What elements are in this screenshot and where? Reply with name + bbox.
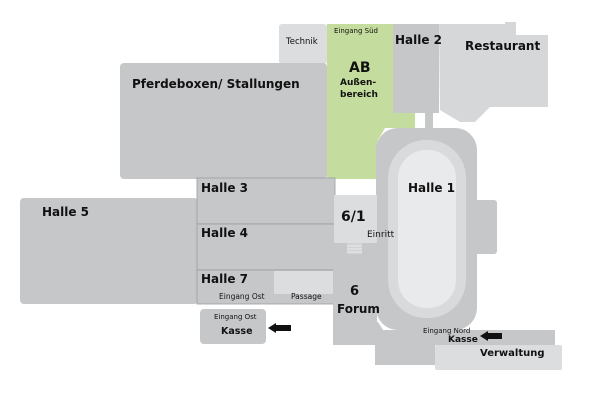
halle61-label: 6/1 [341, 209, 366, 225]
stairs-icon [347, 243, 362, 254]
restaurant-building[interactable] [439, 22, 548, 122]
ab-label: AB [349, 60, 371, 76]
connector [425, 112, 433, 130]
pferdeboxen-building[interactable] [120, 63, 327, 179]
eingang-ost-label: Eingang Ost [219, 292, 265, 301]
restaurant-label: Restaurant [465, 39, 541, 53]
halle4-label: Halle 4 [201, 226, 249, 240]
kasse-ost-label: Kasse [221, 326, 253, 337]
halle61-building[interactable] [334, 195, 377, 243]
eingang-nord-label: Eingang Nord [423, 327, 471, 335]
halle3-label: Halle 3 [201, 181, 249, 195]
technik-building[interactable] [279, 24, 327, 64]
halle3-building[interactable] [196, 177, 336, 225]
eingang-sued-label: Eingang Süd [334, 27, 378, 35]
halle1-label: Halle 1 [408, 181, 456, 195]
halle5-building[interactable] [20, 198, 198, 304]
kasse-ost-building[interactable] [200, 309, 266, 344]
pferdeboxen-label: Pferdeboxen/ Stallungen [132, 77, 300, 91]
passage-area[interactable] [274, 271, 334, 294]
halle2-label: Halle 2 [395, 33, 443, 47]
aussen-label-2: bereich [340, 90, 378, 100]
verwaltung-building[interactable] [435, 345, 562, 370]
kasse-nord-label: Kasse [448, 335, 478, 345]
forum-number-label: 6 [350, 284, 360, 299]
technik-label: Technik [286, 37, 318, 47]
arrow-nord-icon [480, 331, 502, 341]
verwaltung-label: Verwaltung [480, 348, 545, 359]
halle1-arena [398, 150, 456, 308]
einritt-label: Einritt [367, 230, 395, 240]
halle5-label: Halle 5 [42, 205, 90, 219]
forum-label: Forum [337, 302, 380, 316]
halle7-label: Halle 7 [201, 272, 249, 286]
halle2-building[interactable] [393, 24, 439, 113]
kasse-ost-eingang-label: Eingang Ost [214, 313, 257, 321]
passage-label: Passage [291, 292, 322, 301]
arrow-ost-icon [268, 323, 291, 333]
aussen-label-1: Außen- [340, 78, 377, 88]
